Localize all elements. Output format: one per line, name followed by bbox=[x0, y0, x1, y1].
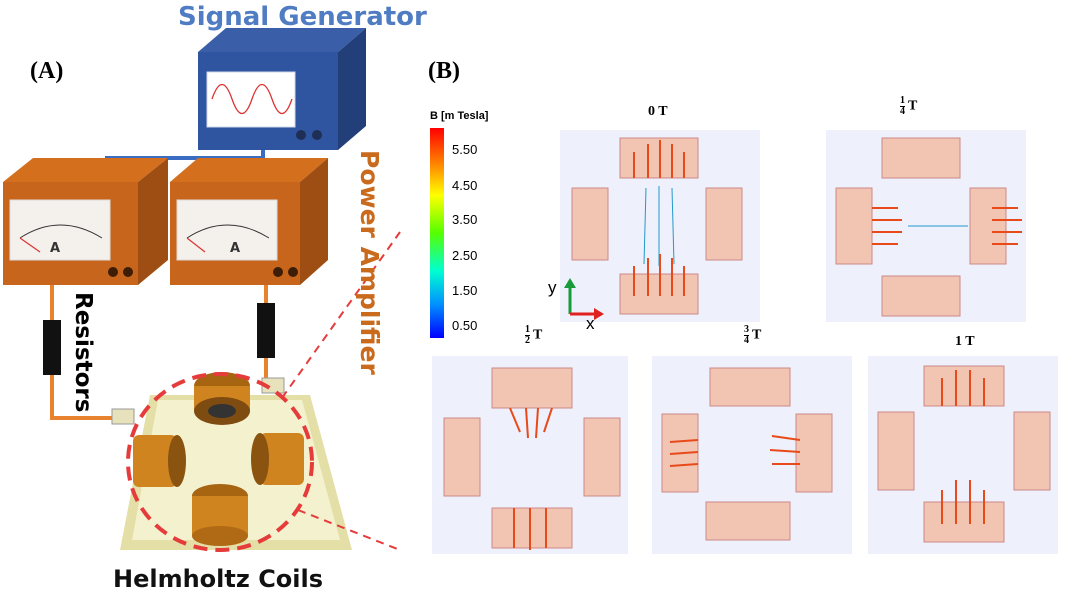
signal-generator-title: Signal Generator bbox=[178, 2, 427, 32]
svg-text:A: A bbox=[50, 241, 60, 256]
resistor-left bbox=[43, 320, 61, 375]
zoom-line-top bbox=[281, 231, 401, 399]
ammeter-box-right: A bbox=[170, 158, 328, 285]
axis-y-label: y bbox=[548, 278, 557, 297]
axis-indicator bbox=[564, 278, 604, 320]
ammeter-box-left: A bbox=[3, 158, 168, 285]
resistor-right bbox=[257, 303, 275, 358]
axis-x-label: x bbox=[586, 314, 595, 333]
colorbar-tick: 5.50 bbox=[452, 142, 478, 157]
resistors-title: Resistors bbox=[70, 292, 96, 413]
panel-b-label: (B) bbox=[428, 58, 460, 84]
field-map-quarter-t bbox=[826, 130, 1026, 322]
map-title-0t: 0 T bbox=[648, 104, 668, 119]
colorbar-tick: 0.50 bbox=[452, 318, 478, 333]
colorbar-tick: 1.50 bbox=[452, 283, 478, 298]
coil-highlight-circle bbox=[126, 372, 314, 552]
svg-text:A: A bbox=[230, 241, 240, 256]
zoom-line-bottom bbox=[297, 509, 401, 551]
field-map-three-quarter-t bbox=[652, 356, 852, 554]
field-map-1t bbox=[868, 356, 1058, 554]
colorbar-tick: 2.50 bbox=[452, 248, 478, 263]
field-map-0t bbox=[560, 130, 760, 322]
power-amplifier-title: Power Amplifier bbox=[355, 150, 384, 375]
colorbar-title: B [m Tesla] bbox=[430, 110, 489, 122]
signal-generator bbox=[198, 28, 366, 150]
map-title-1t: 1 T bbox=[955, 334, 975, 349]
colorbar-tick: 4.50 bbox=[452, 178, 478, 193]
colorbar bbox=[430, 128, 444, 338]
panel-a-label: (A) bbox=[30, 58, 64, 84]
setup-diagram: A A bbox=[3, 28, 401, 552]
field-map-half-t bbox=[432, 356, 628, 554]
helmholtz-coils-title: Helmholtz Coils bbox=[113, 565, 324, 593]
helmholtz-coils bbox=[133, 372, 304, 546]
colorbar-tick: 3.50 bbox=[452, 212, 478, 227]
